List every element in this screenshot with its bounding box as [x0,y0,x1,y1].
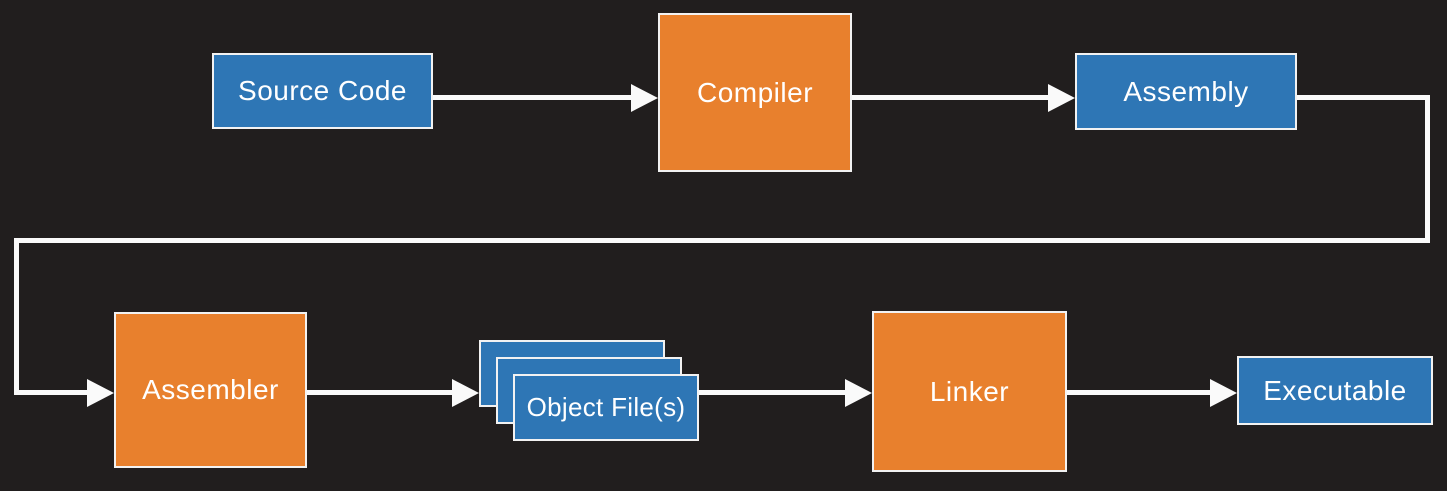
node-assembly: Assembly [1075,53,1297,130]
edge-arrowhead [631,84,658,112]
edge-segment [433,95,633,100]
edge-segment [1067,390,1211,395]
edge-segment [14,238,1430,243]
node-label: Assembly [1123,75,1249,107]
edge-segment [14,238,19,395]
node-compiler: Compiler [658,13,852,172]
node-source-code: Source Code [212,53,433,129]
node-label: Source Code [238,75,407,106]
edge-arrowhead [845,379,872,407]
edge-arrowhead [452,379,479,407]
edge-arrowhead [1210,379,1237,407]
node-assembler: Assembler [114,312,307,468]
node-label: Linker [929,375,1010,407]
edge-segment [14,390,88,395]
node-label: Executable [1263,374,1407,406]
node-label: Assembler [142,374,279,405]
node-executable: Executable [1237,356,1433,425]
node-label: Compiler [696,76,814,108]
node-label: Object File(s) [526,392,686,422]
edge-segment [307,390,453,395]
edge-segment [852,95,1049,100]
edge-arrowhead [1048,84,1075,112]
edge-segment [1297,95,1430,100]
edge-segment [699,390,846,395]
edge-arrowhead [87,379,114,407]
object-file-card-front: Object File(s) [513,374,699,441]
node-linker: Linker [872,311,1067,472]
edge-segment [1425,95,1430,243]
